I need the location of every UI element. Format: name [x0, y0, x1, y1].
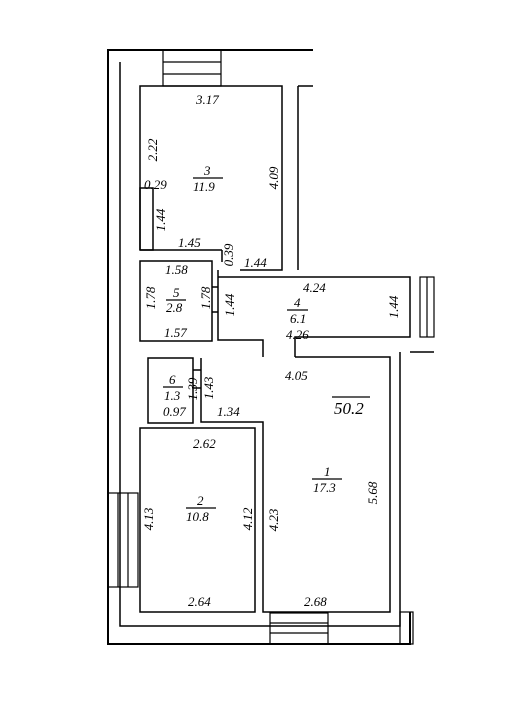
window-right [419, 276, 435, 338]
total-area: 50.2 [334, 399, 364, 418]
dim-label: 1.78 [143, 286, 158, 309]
window-bottom [269, 612, 329, 645]
dim-label: 4.24 [303, 280, 326, 295]
dim-label: 1.44 [222, 293, 237, 316]
dim-label: 1.44 [386, 295, 401, 318]
dim-label: 3.17 [195, 92, 219, 107]
dim-label: 0.39 [221, 243, 236, 266]
dim-label: 0.97 [163, 404, 186, 419]
dim-label: 1.78 [198, 286, 213, 309]
dim-label: 1.45 [178, 235, 201, 250]
room-2-label: 2 10.8 [186, 493, 216, 524]
dim-label: 4.13 [141, 507, 156, 530]
dim-label: 1.44 [244, 255, 267, 270]
room-6-outline [147, 357, 201, 424]
room-4-label: 4 6.1 [287, 295, 308, 326]
room-4-outline [217, 270, 411, 357]
room-number: 4 [294, 295, 301, 310]
dimension-labels: 3.17 0.29 1.45 1.44 1.58 1.57 4.24 4.26 … [141, 92, 401, 609]
room-area: 11.9 [193, 179, 215, 194]
room-area: 6.1 [290, 311, 306, 326]
dim-label: 2.22 [145, 138, 160, 161]
dim-label: 2.62 [193, 436, 216, 451]
room-5-label: 5 2.8 [166, 285, 186, 315]
dim-label: 4.26 [286, 327, 309, 342]
room-2-outline [139, 427, 256, 613]
room-number: 3 [203, 163, 211, 178]
dim-label: 2.64 [188, 594, 211, 609]
room-area: 10.8 [186, 509, 209, 524]
hall-outline [200, 356, 391, 613]
room-3-outline [139, 85, 283, 271]
dim-label: 5.68 [365, 481, 380, 504]
room-number: 6 [169, 372, 176, 387]
room-number: 2 [197, 493, 204, 508]
window-top [162, 49, 222, 87]
dim-label: 4.23 [266, 508, 281, 531]
dim-label: 4.09 [266, 166, 281, 189]
room-number: 1 [324, 464, 331, 479]
dim-label: 1.44 [153, 208, 168, 231]
room-3-label: 3 11.9 [193, 163, 223, 194]
room-area: 1.3 [164, 388, 181, 403]
room-area: 17.3 [313, 480, 336, 495]
dim-label: 1.57 [164, 325, 187, 340]
dim-label: 0.29 [144, 177, 167, 192]
dim-label: 1.43 [201, 376, 216, 399]
room-number: 5 [173, 285, 180, 300]
dim-label: 1.34 [217, 404, 240, 419]
dim-label: 1.39 [185, 377, 200, 400]
room-5-outline [139, 260, 218, 342]
dim-label: 2.68 [304, 594, 327, 609]
dim-label: 1.58 [165, 262, 188, 277]
room-area: 2.8 [166, 300, 183, 315]
window-right-lower [399, 611, 414, 645]
window-left [107, 492, 139, 588]
room-1-label: 1 17.3 [312, 464, 342, 495]
dim-label: 4.05 [285, 368, 308, 383]
dim-label: 4.12 [240, 507, 255, 530]
room-6-label: 6 1.3 [163, 372, 183, 403]
